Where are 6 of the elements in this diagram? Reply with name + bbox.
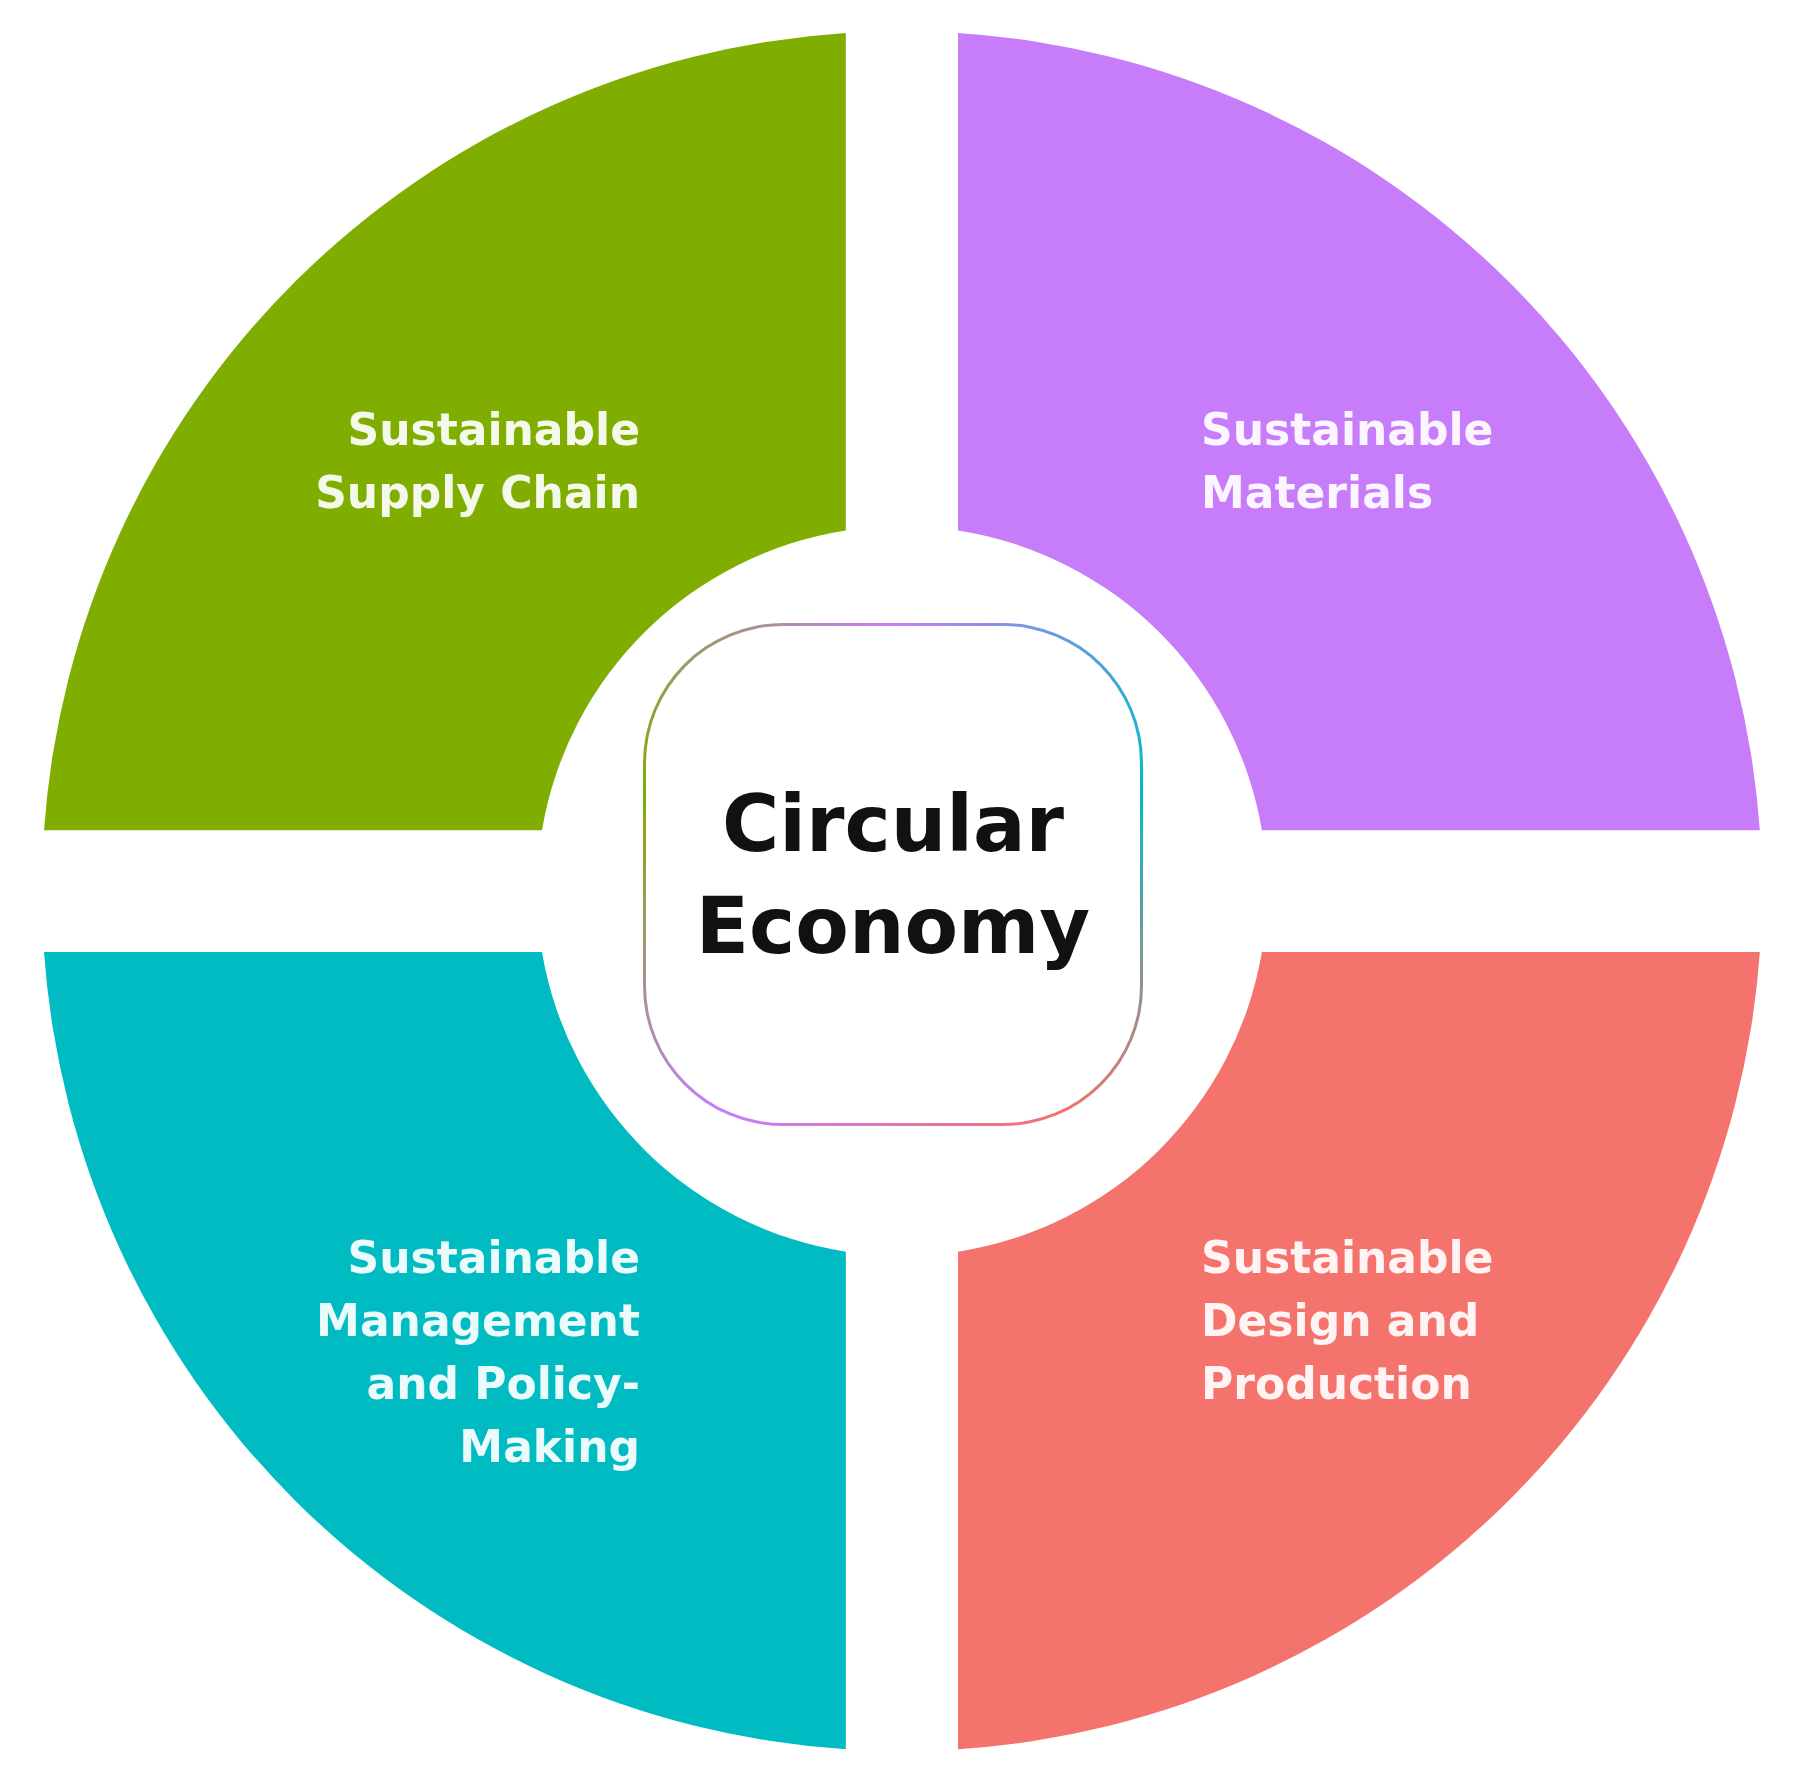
segment-label: Sustainable Management and Policy-Making	[315, 1231, 640, 1474]
segment-label: Sustainable Supply Chain	[314, 403, 640, 520]
center-rounded-box	[643, 623, 1143, 1126]
segment-label: Sustainable Design and Production	[1201, 1231, 1495, 1411]
segment-label: Sustainable Materials	[1201, 403, 1495, 520]
center-title: Circular Economy	[694, 777, 1092, 973]
